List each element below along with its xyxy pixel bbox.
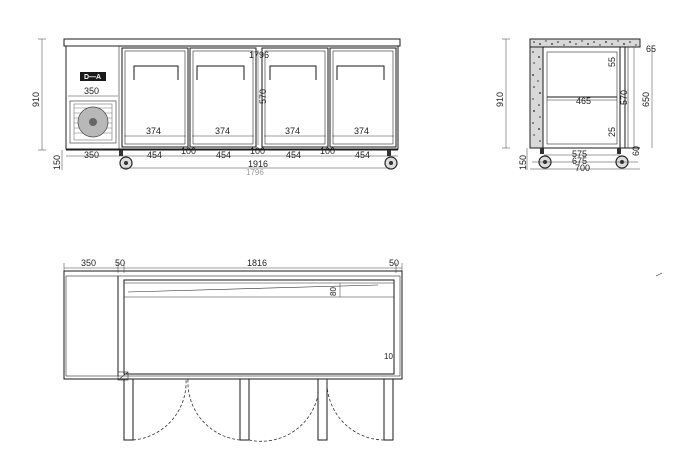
top-inner-depth-label: 80 xyxy=(329,287,338,296)
side-insulated-wall xyxy=(529,46,544,149)
door-handle-4 xyxy=(336,65,385,80)
side-total-height-label: 910 xyxy=(495,92,505,107)
bottom-section-2-label: 454 xyxy=(216,150,231,160)
door-swing-arc-4 xyxy=(326,378,385,441)
door-2 xyxy=(189,47,257,148)
door-2-width-label: 374 xyxy=(215,126,230,136)
bottom-total-faded-label: 1796 xyxy=(246,168,264,177)
top-left-gap-label: 50 xyxy=(115,258,125,268)
door-open-4 xyxy=(383,378,394,441)
door-open-3 xyxy=(317,378,328,441)
bottom-gap-2-label: 100 xyxy=(250,146,265,156)
bottom-section-3-label: 454 xyxy=(286,150,301,160)
side-base-offset-label: 60 xyxy=(631,146,641,156)
door-open-2 xyxy=(239,378,250,441)
front-casters xyxy=(119,150,398,170)
top-right-gap-label: 50 xyxy=(389,258,399,268)
front-doors xyxy=(121,47,397,148)
side-inner-top-label: 55 xyxy=(607,57,617,67)
stray-mark xyxy=(655,272,663,277)
fan-grille xyxy=(73,103,113,141)
top-small-label: 10 xyxy=(384,352,393,361)
bottom-total-label: 1916 xyxy=(248,159,268,169)
side-counter-top xyxy=(529,38,641,48)
side-view: 465 65 55 570 650 25 60 575 675 700 xyxy=(495,38,656,173)
front-leg-height-label: 150 xyxy=(52,155,62,170)
door-handle-1 xyxy=(133,65,179,80)
front-total-height-label: 910 xyxy=(31,92,41,107)
door-swing-arc-1 xyxy=(132,378,187,441)
bottom-section-4-label: 454 xyxy=(355,150,370,160)
door-swing-arc-3 xyxy=(248,394,319,442)
door-swing-arc-2 xyxy=(187,378,241,441)
door-open-1 xyxy=(123,378,134,441)
door-swings xyxy=(123,378,394,442)
control-panel xyxy=(80,72,106,81)
front-overall-length-label: 1796 xyxy=(249,50,269,60)
door-1-width-label: 374 xyxy=(146,126,161,136)
top-view: 350 50 1816 50 80 10 xyxy=(63,258,403,442)
top-cabinet-length-label: 1816 xyxy=(247,258,267,268)
fan-housing xyxy=(69,100,117,144)
side-bottom-offset-label: 25 xyxy=(607,127,617,137)
door-3-width-label: 374 xyxy=(285,126,300,136)
bottom-compressor-label: 350 xyxy=(84,150,99,160)
front-counter-top xyxy=(63,38,401,47)
top-outline xyxy=(63,270,403,380)
insulation-pattern xyxy=(533,40,637,46)
door-4-width-label: 374 xyxy=(354,126,369,136)
door-3 xyxy=(261,47,329,148)
top-left-section-label: 350 xyxy=(81,258,96,268)
control-panel-label: D—A xyxy=(84,74,101,81)
door-handle-3 xyxy=(269,65,317,80)
front-view: D—A 350 xyxy=(31,38,401,177)
side-leg-height-label: 150 xyxy=(518,155,528,170)
side-overall-depth-label: 700 xyxy=(575,163,590,173)
side-width-inner-label: 575 xyxy=(572,149,587,159)
bottom-gap-1-label: 100 xyxy=(181,146,196,156)
front-door-height-label: 570 xyxy=(258,89,268,104)
side-width-mid-label: 675 xyxy=(572,156,587,166)
side-right-height-label: 650 xyxy=(641,92,651,107)
top-interior xyxy=(123,279,395,375)
door-1 xyxy=(121,47,189,148)
door-4 xyxy=(329,47,397,148)
side-interior-height-label: 570 xyxy=(619,90,629,105)
door-handle-2 xyxy=(196,65,245,80)
bottom-section-1-label: 454 xyxy=(147,150,162,160)
compressor-section xyxy=(65,45,120,150)
compressor-width-label: 350 xyxy=(84,86,99,96)
top-diagonal-line xyxy=(127,284,379,293)
bottom-gap-3-label: 100 xyxy=(320,146,335,156)
shelf-depth-label: 465 xyxy=(576,96,591,106)
side-top-offset-label: 65 xyxy=(646,44,656,54)
